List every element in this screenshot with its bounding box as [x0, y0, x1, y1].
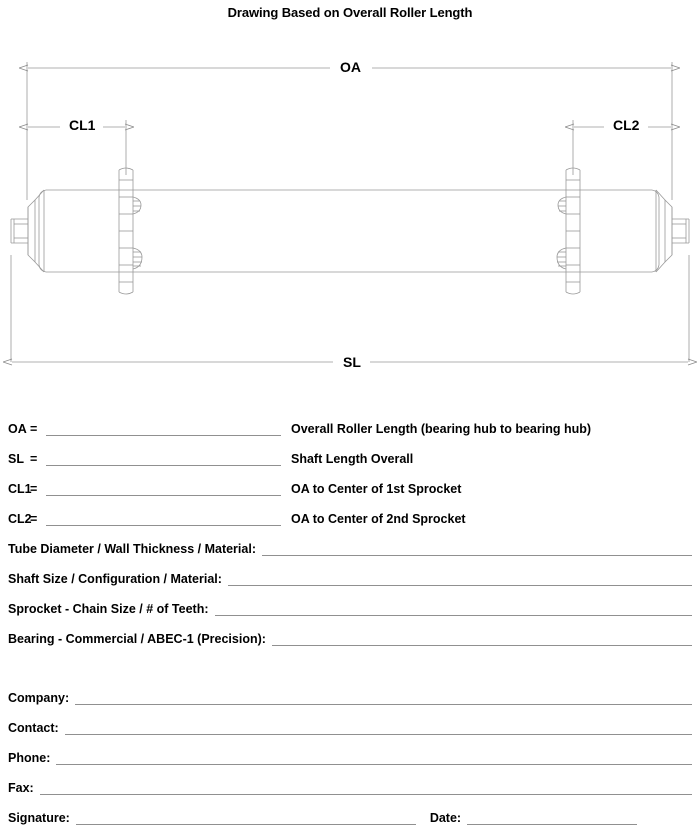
- form-row-company: Company:: [0, 675, 700, 705]
- input-cl1[interactable]: [46, 481, 281, 496]
- dimension-label-cl1: CL1: [63, 118, 102, 132]
- sprocket-2: [556, 167, 581, 295]
- field-code-cl2: CL2: [8, 512, 32, 526]
- field-code-cl1: CL1: [8, 482, 32, 496]
- input-bearing[interactable]: [271, 633, 692, 646]
- input-contact[interactable]: [64, 722, 692, 735]
- form-row-bearing: Bearing - Commercial / ABEC-1 (Precision…: [0, 616, 700, 646]
- form-row-oa: OA = Overall Roller Length (bearing hub …: [0, 406, 700, 436]
- sprocket-1: [118, 167, 143, 295]
- right-end-cap: [655, 189, 673, 273]
- cl1-dimension-line: [28, 120, 126, 175]
- roller-technical-drawing: OA CL1 CL2 SL: [0, 0, 700, 400]
- right-shaft-stub: [672, 218, 690, 244]
- form-row-sprocket: Sprocket - Chain Size / # of Teeth:: [0, 586, 700, 616]
- input-sl[interactable]: [46, 451, 281, 466]
- input-date[interactable]: [467, 812, 638, 825]
- oa-extension-lines: [26, 62, 673, 200]
- field-description-cl2: OA to Center of 2nd Sprocket: [291, 512, 466, 526]
- label-phone: Phone:: [8, 751, 51, 765]
- label-sprocket: Sprocket - Chain Size / # of Teeth:: [8, 602, 209, 616]
- form-row-phone: Phone:: [0, 735, 700, 765]
- dimension-label-cl2: CL2: [607, 118, 646, 132]
- form-row-fax: Fax:: [0, 765, 700, 795]
- equals-sign-cl1: =: [30, 482, 38, 496]
- roller-tube-body: [38, 189, 660, 273]
- field-code-oa: OA: [8, 422, 30, 436]
- label-bearing: Bearing - Commercial / ABEC-1 (Precision…: [8, 632, 266, 646]
- input-sprocket[interactable]: [214, 603, 692, 616]
- form-row-contact: Contact:: [0, 705, 700, 735]
- label-shaft-size: Shaft Size / Configuration / Material:: [8, 572, 222, 586]
- left-end-cap: [27, 189, 45, 273]
- field-description-sl: Shaft Length Overall: [291, 452, 414, 466]
- left-shaft-stub: [10, 218, 28, 244]
- input-company[interactable]: [75, 692, 692, 705]
- label-contact: Contact:: [8, 721, 59, 735]
- label-company: Company:: [8, 691, 70, 705]
- cl2-dimension-line: [573, 120, 671, 175]
- input-cl2[interactable]: [46, 511, 281, 526]
- input-tube-diameter[interactable]: [262, 543, 692, 556]
- dimension-label-sl: SL: [337, 355, 367, 369]
- form-row-shaft-size: Shaft Size / Configuration / Material:: [0, 556, 700, 586]
- specification-form: OA = Overall Roller Length (bearing hub …: [0, 406, 700, 646]
- label-signature: Signature:: [8, 811, 70, 825]
- contact-form: Company: Contact: Phone: Fax: Signature:…: [0, 675, 700, 825]
- dimension-label-oa: OA: [334, 60, 367, 74]
- form-row-cl2: CL2 = OA to Center of 2nd Sprocket: [0, 496, 700, 526]
- input-fax[interactable]: [39, 782, 692, 795]
- input-signature[interactable]: [75, 812, 416, 825]
- label-fax: Fax:: [8, 781, 34, 795]
- input-oa[interactable]: [46, 421, 281, 436]
- input-shaft-size[interactable]: [227, 573, 692, 586]
- field-code-sl: SL: [8, 452, 28, 466]
- label-date: Date:: [429, 811, 462, 825]
- label-tube-diameter: Tube Diameter / Wall Thickness / Materia…: [8, 542, 256, 556]
- form-row-signature-date: Signature: Date:: [0, 795, 700, 825]
- page-title: Drawing Based on Overall Roller Length: [227, 5, 473, 20]
- field-description-cl1: OA to Center of 1st Sprocket: [291, 482, 462, 496]
- form-row-sl: SL = Shaft Length Overall: [0, 436, 700, 466]
- equals-sign-cl2: =: [30, 512, 38, 526]
- equals-sign-oa: =: [30, 422, 38, 436]
- field-description-oa: Overall Roller Length (bearing hub to be…: [291, 422, 592, 436]
- form-row-cl1: CL1 = OA to Center of 1st Sprocket: [0, 466, 700, 496]
- sl-extension-lines: [10, 255, 690, 362]
- equals-sign-sl: =: [30, 452, 38, 466]
- input-phone[interactable]: [56, 752, 692, 765]
- form-row-tube-diameter: Tube Diameter / Wall Thickness / Materia…: [0, 526, 700, 556]
